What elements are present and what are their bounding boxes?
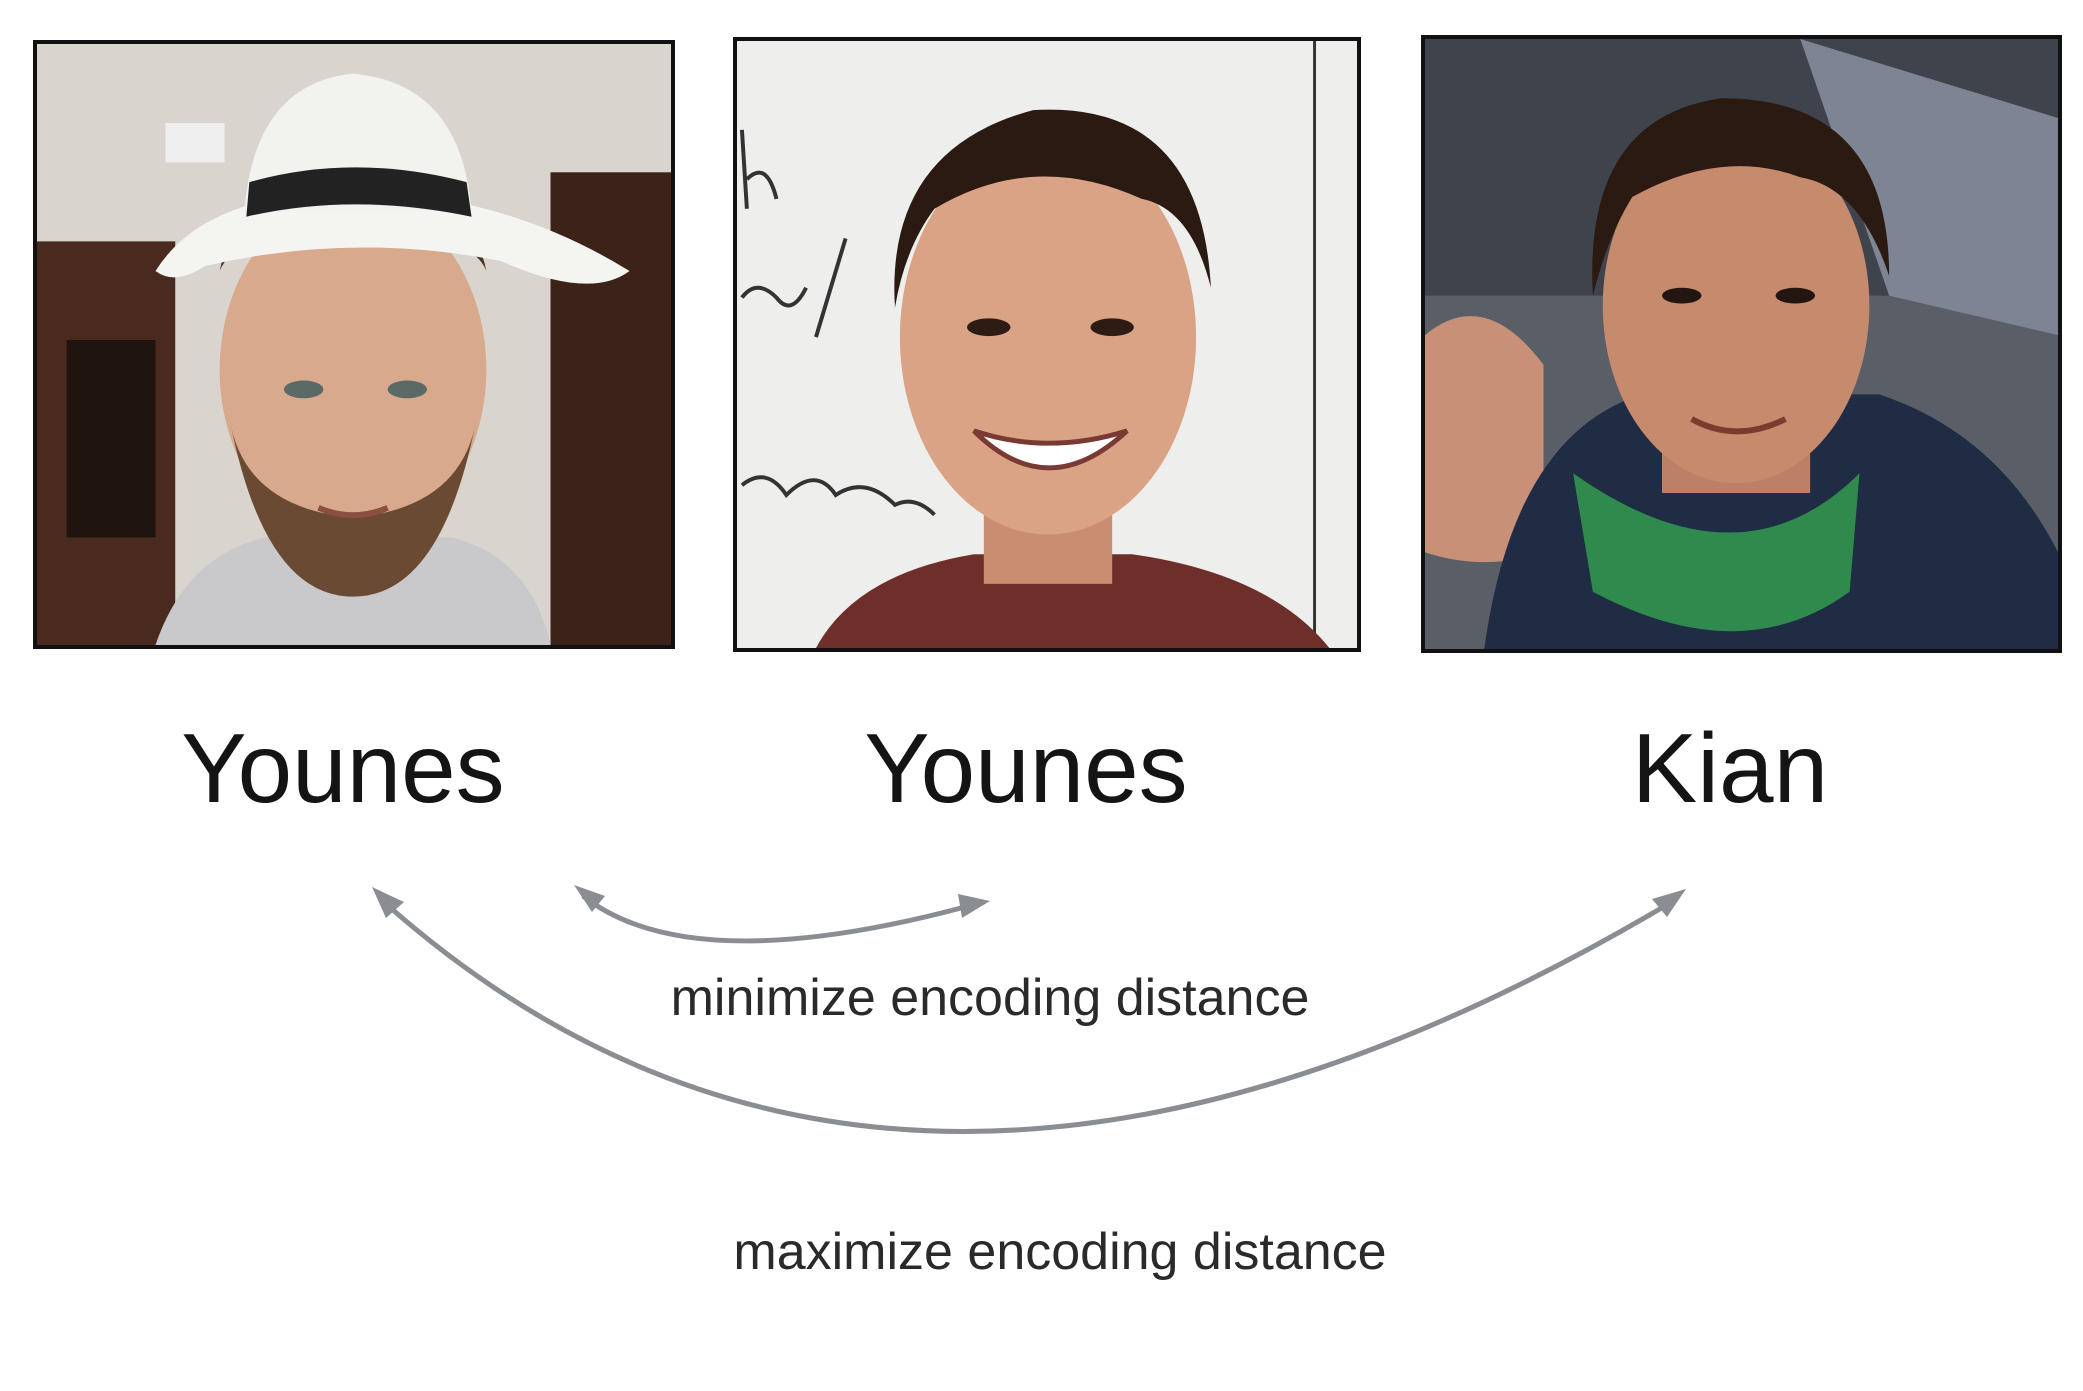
photo-younes-whiteboard [733, 37, 1361, 652]
maximize-caption: maximize encoding distance [733, 1223, 1387, 1281]
name-label-younes-1: Younes [181, 713, 505, 823]
maximize-arrow-head-right [1652, 889, 1686, 917]
name-label-kian: Kian [1631, 713, 1829, 823]
minimize-caption: minimize encoding distance [670, 969, 1310, 1027]
face-photo-scarf-icon [1425, 39, 2058, 649]
photo-younes-hat [33, 40, 675, 649]
face-photo-hat-icon [37, 44, 671, 645]
face-photo-whiteboard-icon [737, 41, 1357, 648]
minimize-arrow-head-right [958, 894, 990, 918]
name-label-younes-2: Younes [864, 713, 1188, 823]
minimize-arrow [581, 894, 966, 944]
minimize-arrow-head-left [574, 885, 605, 912]
maximize-arrow-head-left [372, 887, 404, 918]
photo-kian-scarf [1421, 35, 2062, 653]
